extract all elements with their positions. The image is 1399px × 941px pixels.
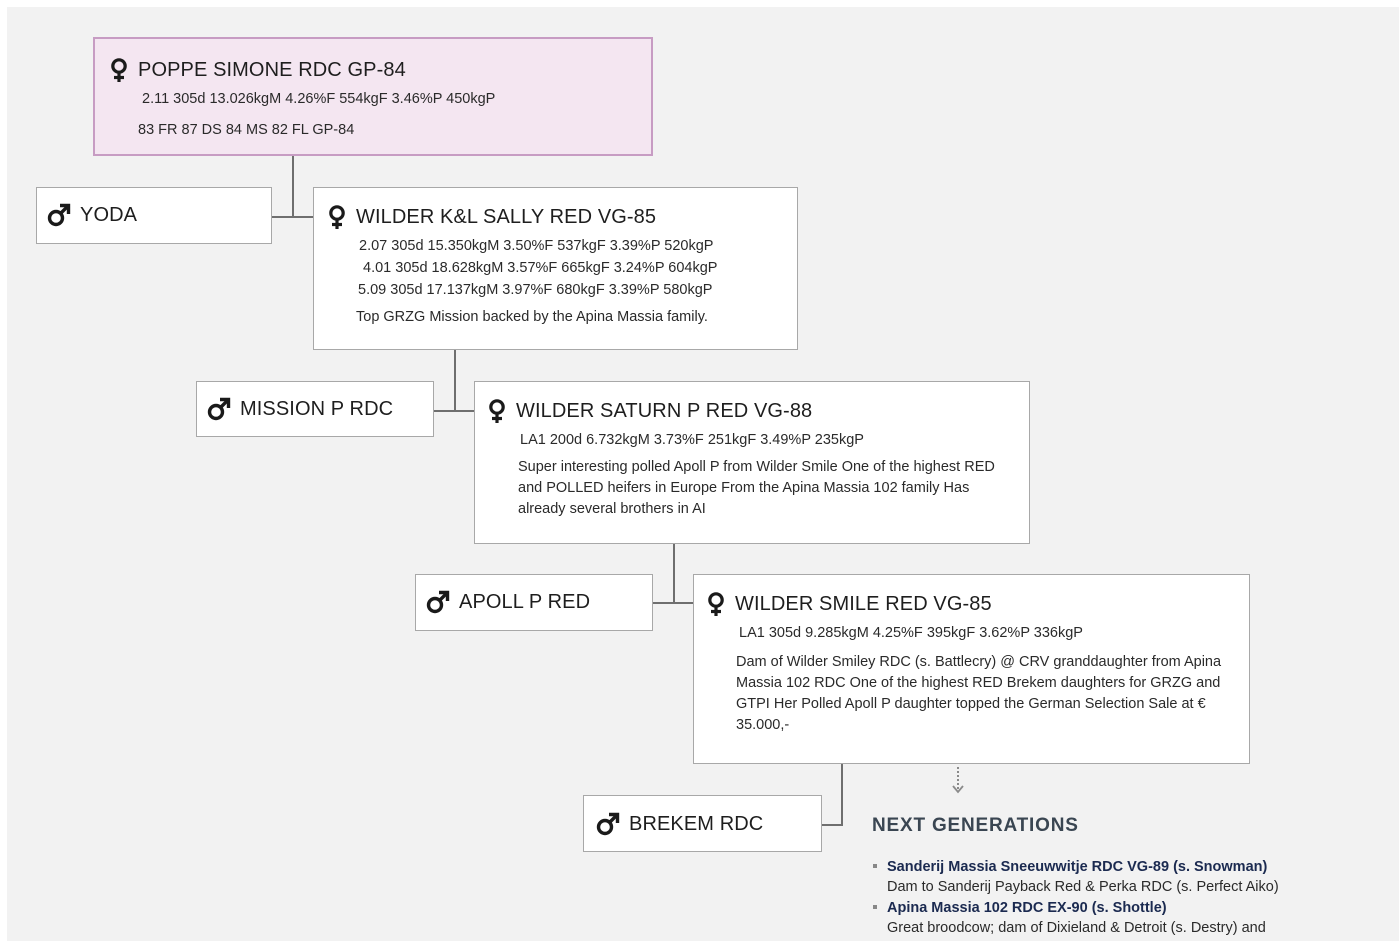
sire-name: YODA (80, 203, 138, 226)
ancestor-name: Sanderij Massia Sneeuwwitje RDC VG-89 (s… (887, 859, 1268, 875)
main-cow-header: POPPE SIMONE RDC GP-84 (108, 57, 639, 83)
dam-description: Top GRZG Mission backed by the Apina Mas… (356, 309, 708, 325)
connector-yoda (271, 216, 313, 218)
dam-records: 2.07 305d 15.350kgM 3.50%F 537kgF 3.39%P… (326, 235, 787, 301)
dam-records: LA1 305d 9.285kgM 4.25%F 395kgF 3.62%P 3… (705, 622, 1239, 644)
record-line: LA1 305d 9.285kgM 4.25%F 395kgF 3.62%P 3… (739, 625, 1083, 641)
record-line: 4.01 305d 18.628kgM 3.57%F 665kgF 3.24%P… (363, 260, 718, 276)
dam-header: WILDER SATURN P RED VG-88 (486, 398, 1019, 424)
dam-records: LA1 200d 6.732kgM 3.73%F 251kgF 3.49%P 2… (486, 429, 1019, 451)
sire-card-yoda: YODA (36, 187, 272, 244)
ancestor-note: Dam to Sanderij Payback Red & Perka RDC … (887, 879, 1279, 895)
ancestor-name: Apina Massia 102 RDC EX-90 (s. Shottle) (887, 900, 1167, 916)
record-line: 2.11 305d 13.026kgM 4.26%F 554kgF 3.46%P… (142, 91, 496, 107)
record-line: LA1 200d 6.732kgM 3.73%F 251kgF 3.49%P 2… (520, 432, 864, 448)
connector-gen3-to-gen4 (841, 764, 843, 826)
sire-card-apoll: APOLL P RED (415, 574, 653, 631)
female-symbol-icon (108, 57, 130, 83)
female-symbol-icon (705, 591, 727, 617)
sire-header: BREKEM RDC (595, 811, 821, 837)
main-cow-name: POPPE SIMONE RDC GP-84 (138, 58, 406, 81)
connector-gen1-to-gen2 (454, 349, 456, 412)
record-line: 5.09 305d 17.137kgM 3.97%F 680kgF 3.39%P… (358, 282, 713, 298)
dam-header: WILDER SMILE RED VG-85 (705, 591, 1239, 617)
dam-card-sally: WILDER K&L SALLY RED VG-85 2.07 305d 15.… (313, 187, 798, 350)
main-cow-card: POPPE SIMONE RDC GP-84 2.11 305d 13.026k… (93, 37, 653, 156)
dam-description: Super interesting polled Apoll P from Wi… (518, 459, 995, 517)
record-line: 2.07 305d 15.350kgM 3.50%F 537kgF 3.39%P… (359, 238, 714, 254)
dam-name: WILDER SATURN P RED VG-88 (516, 399, 813, 422)
sire-header: APOLL P RED (425, 589, 652, 615)
sire-card-brekem: BREKEM RDC (583, 795, 822, 852)
main-cow-records: 2.11 305d 13.026kgM 4.26%F 554kgF 3.46%P… (108, 88, 639, 110)
male-symbol-icon (425, 589, 451, 615)
sire-name: APOLL P RED (459, 590, 591, 613)
sire-name: MISSION P RDC (240, 397, 394, 420)
connector-gen2-to-gen3 (673, 543, 675, 604)
ancestor-note: Great broodcow; dam of Dixieland & Detro… (887, 920, 1266, 936)
dam-description: Dam of Wilder Smiley RDC (s. Battlecry) … (736, 654, 1222, 733)
female-symbol-icon (486, 398, 508, 424)
connector-mission (433, 410, 474, 412)
list-item: Apina Massia 102 RDC EX-90 (s. Shottle) … (872, 898, 1372, 938)
male-symbol-icon (595, 811, 621, 837)
connector-apoll (652, 602, 693, 604)
dam-card-smile: WILDER SMILE RED VG-85 LA1 305d 9.285kgM… (693, 574, 1250, 764)
dam-card-saturn: WILDER SATURN P RED VG-88 LA1 200d 6.732… (474, 381, 1030, 544)
sire-name: BREKEM RDC (629, 812, 764, 835)
bullet-icon (873, 905, 877, 909)
female-symbol-icon (326, 204, 348, 230)
sire-header: MISSION P RDC (206, 396, 433, 422)
sire-card-mission: MISSION P RDC (196, 381, 434, 437)
connector-brekem (821, 824, 843, 826)
sire-header: YODA (46, 202, 271, 228)
dotted-down-arrow-icon (951, 767, 965, 797)
next-generations-list: Sanderij Massia Sneeuwwitje RDC VG-89 (s… (872, 857, 1372, 939)
next-generations-title: NEXT GENERATIONS (872, 815, 1079, 836)
list-item: Sanderij Massia Sneeuwwitje RDC VG-89 (s… (872, 857, 1372, 897)
dam-name: WILDER SMILE RED VG-85 (735, 592, 992, 615)
classification-line: 83 FR 87 DS 84 MS 82 FL GP-84 (138, 122, 355, 138)
dam-name: WILDER K&L SALLY RED VG-85 (356, 205, 657, 228)
connector-main-to-gen1 (292, 155, 294, 218)
dam-header: WILDER K&L SALLY RED VG-85 (326, 204, 787, 230)
pedigree-canvas: POPPE SIMONE RDC GP-84 2.11 305d 13.026k… (7, 7, 1399, 941)
bullet-icon (873, 864, 877, 868)
male-symbol-icon (46, 202, 72, 228)
male-symbol-icon (206, 396, 232, 422)
